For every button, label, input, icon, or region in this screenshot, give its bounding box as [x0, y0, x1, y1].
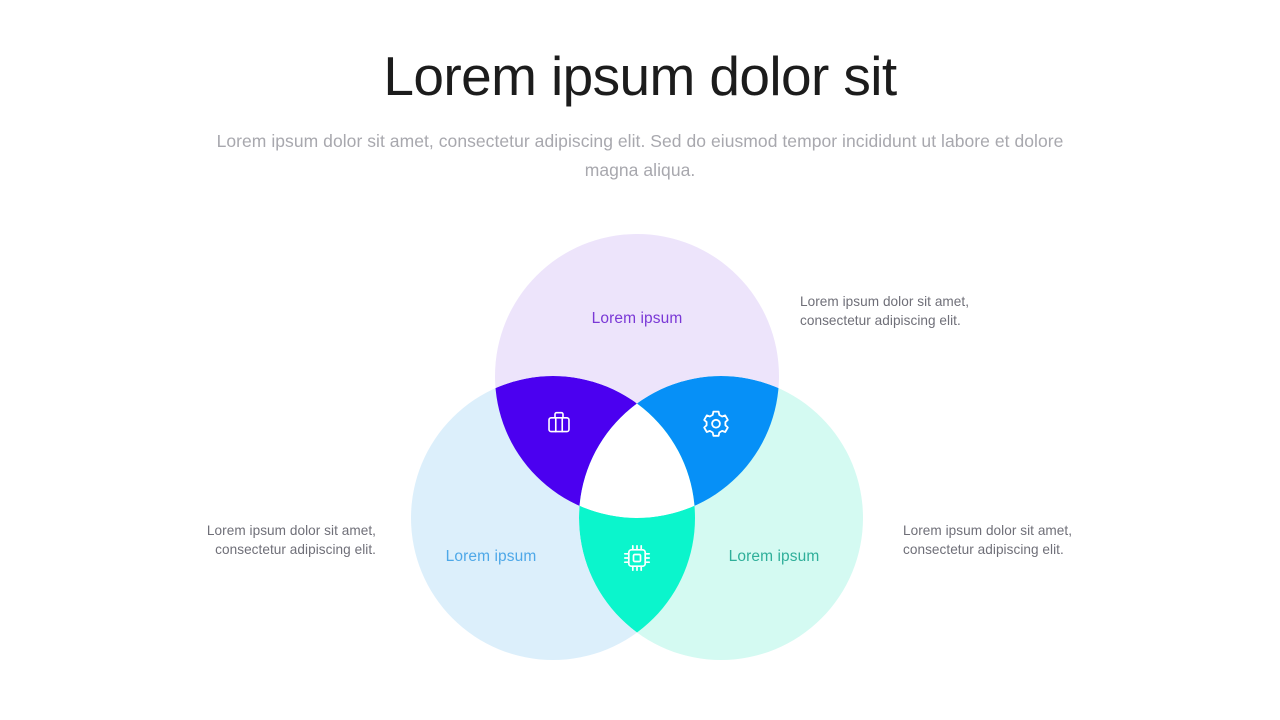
venn-svg: Lorem ipsum Lorem ipsum Lorem ipsum — [411, 234, 863, 660]
callout-left: Lorem ipsum dolor sit amet, consectetur … — [206, 523, 376, 558]
page-subtitle: Lorem ipsum dolor sit amet, consectetur … — [216, 130, 1064, 180]
cpu-chip-icon — [623, 544, 651, 572]
briefcase-icon — [548, 411, 570, 433]
venn-label-left: Lorem ipsum — [446, 548, 537, 565]
venn-label-top: Lorem ipsum — [592, 310, 683, 327]
venn-label-right: Lorem ipsum — [729, 548, 820, 565]
gear-icon — [703, 410, 729, 437]
callout-top-right: Lorem ipsum dolor sit amet, consectetur … — [800, 294, 970, 329]
page-title: Lorem ipsum dolor sit — [383, 45, 897, 107]
callout-right: Lorem ipsum dolor sit amet, consectetur … — [903, 523, 1073, 558]
slide-header: Lorem ipsum dolor sit Lorem ipsum dolor … — [0, 46, 1280, 185]
venn-diagram: Lorem ipsum Lorem ipsum Lorem ipsum — [400, 224, 880, 684]
